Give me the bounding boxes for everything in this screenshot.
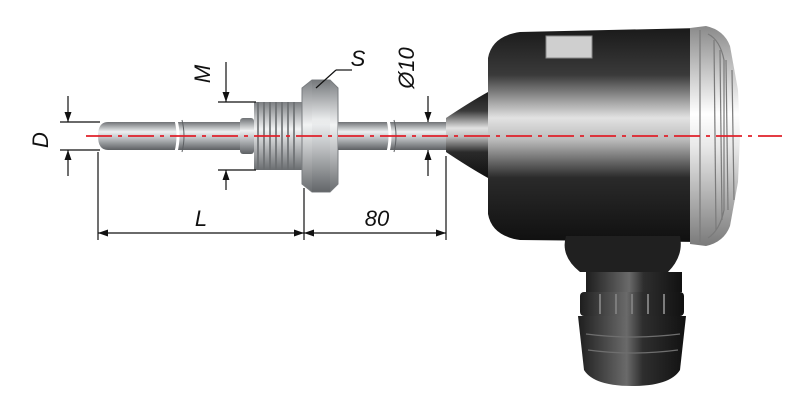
dimension-lines — [60, 62, 447, 240]
stem-diameter-label: Ø10 — [394, 46, 419, 89]
wrench-size-label: S — [351, 46, 366, 71]
neck-length-label: 80 — [365, 206, 390, 231]
cable-gland — [564, 236, 686, 386]
diameter-label: D — [28, 132, 53, 148]
immersion-length-label: L — [195, 206, 207, 231]
thread-size-label: M — [190, 64, 215, 83]
connection-head — [446, 26, 740, 246]
